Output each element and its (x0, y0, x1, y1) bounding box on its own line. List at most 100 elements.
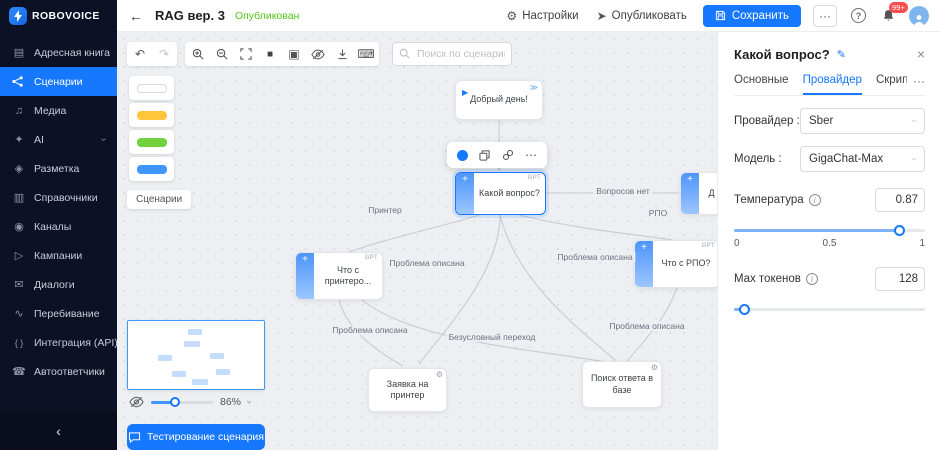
header: ← RAG вер. 3 Опубликован ⚙ Настройки ➤ О… (117, 0, 941, 32)
edit-title-icon[interactable]: ✎ (836, 48, 846, 61)
minimap[interactable] (127, 320, 265, 390)
tab-script[interactable]: Скрипт (875, 74, 914, 86)
zoom-slider-handle[interactable] (169, 397, 180, 407)
logo: ROBOVOICE (0, 0, 117, 32)
scenario-search (392, 42, 512, 66)
eye-slash-icon[interactable] (129, 396, 144, 408)
node-printer-question[interactable]: + GPT Что с принтеро... (295, 252, 383, 300)
sidebar-item-autoresponder[interactable]: ☎ Автоответчики (0, 357, 117, 386)
max-tokens-input[interactable] (875, 267, 925, 291)
flow-canvas[interactable]: ↶ ↷ ■ ▣ ⌨ Сц (117, 32, 717, 450)
close-panel-button[interactable]: × (916, 46, 925, 62)
info-icon[interactable]: i (808, 194, 821, 206)
palette-gpt-node[interactable] (129, 157, 174, 181)
hotkeys-button[interactable]: ⌨ (357, 47, 375, 61)
save-button[interactable]: Сохранить (702, 4, 801, 27)
node-printer-request[interactable]: ⚙ Заявка на принтер (368, 368, 447, 412)
tab-main[interactable]: Основные (734, 74, 789, 86)
sidebar-item-address-book[interactable]: ▤ Адресная книга (0, 38, 117, 67)
chat-bubble-icon (128, 431, 141, 443)
search-input[interactable] (392, 42, 512, 66)
zoom-out-button[interactable] (211, 44, 233, 64)
select-mode-button[interactable]: ■ (266, 48, 274, 60)
sidebar-nav: ▤ Адресная книга Сценарии ♫ Медиа ✦ AI ›… (0, 38, 118, 386)
gpt-node-strip: + (681, 173, 699, 214)
zoom-slider[interactable] (151, 397, 213, 407)
sidebar-item-reference[interactable]: ▥ Справочники (0, 183, 117, 212)
more-actions-button[interactable]: ··· (813, 4, 837, 27)
sidebar-item-integration[interactable]: { } Интеграция (API) (0, 328, 118, 357)
temperature-slider[interactable] (734, 224, 925, 236)
sidebar-item-label: Сценарии (34, 75, 83, 88)
sidebar-item-label: AI (34, 133, 44, 146)
fast-forward-icon: ≫ (529, 83, 538, 92)
node-title: Что с принтеро... (324, 264, 372, 286)
temperature-input[interactable] (875, 188, 925, 212)
node-more-button[interactable]: ⋯ (524, 148, 537, 162)
palette-message-node[interactable] (129, 76, 174, 100)
node-rpo-question[interactable]: + GPT Что с РПО? (634, 240, 717, 288)
sidebar-item-campaigns[interactable]: ▷ Кампании (0, 241, 117, 270)
link-node-button[interactable] (502, 149, 514, 161)
waveform-icon: ∿ (14, 308, 24, 320)
export-button[interactable] (331, 44, 353, 64)
search-icon (399, 48, 410, 59)
max-tokens-slider-handle[interactable] (738, 304, 750, 315)
model-select[interactable]: GigaChat-Max › (800, 146, 925, 172)
sidebar-item-dialogs[interactable]: ✉ Диалоги (0, 270, 117, 299)
node-partial[interactable]: + Д (680, 172, 717, 215)
notifications-button[interactable]: 99+ (882, 2, 908, 22)
sidebar-collapse-button[interactable]: ‹ (0, 412, 117, 450)
test-button-label: Тестирование сценария (146, 431, 264, 443)
tabs-overflow-button[interactable]: ··· (907, 74, 925, 95)
sidebar-item-interrupt[interactable]: ∿ Перебивание (0, 299, 117, 328)
globe-icon: ◉ (14, 221, 24, 233)
node-question[interactable]: + GPT Какой вопрос? (455, 172, 546, 215)
gear-icon: ⚙ (435, 370, 443, 379)
duplicate-node-button[interactable] (479, 149, 490, 161)
temperature-scale: 0 0.5 1 (734, 238, 925, 249)
back-button[interactable]: ← (129, 7, 143, 24)
color-picker-button[interactable] (457, 149, 468, 161)
test-scenario-button[interactable]: Тестирование сценария (127, 424, 265, 450)
temperature-slider-handle[interactable] (894, 225, 906, 236)
tab-provider[interactable]: Провайдер (802, 74, 862, 95)
help-button[interactable]: ? (851, 8, 866, 23)
redo-button[interactable]: ↷ (158, 47, 170, 61)
sparkle-icon: ✦ (14, 134, 24, 146)
edge-label: Проблема описана (329, 325, 411, 335)
node-title: Заявка на принтер (386, 378, 429, 400)
music-note-icon: ♫ (14, 104, 24, 117)
max-tokens-slider[interactable] (734, 303, 925, 315)
settings-button[interactable]: ⚙ Настройки (506, 9, 578, 23)
avatar[interactable] (909, 5, 929, 26)
save-icon (715, 10, 726, 21)
sidebar-item-channels[interactable]: ◉ Каналы (0, 212, 117, 241)
question-icon: ? (855, 10, 862, 21)
api-icon: { } (14, 337, 24, 348)
gpt-badge: GPT (527, 175, 541, 181)
palette-condition-node[interactable] (129, 103, 174, 127)
chevron-down-icon[interactable]: › (244, 400, 255, 404)
layers-button[interactable]: ▣ (288, 47, 300, 61)
node-base-search[interactable]: ⚙ Поиск ответа в базе (582, 361, 662, 408)
chat-icon: ✉ (14, 279, 24, 291)
scenarios-tag[interactable]: Сценарии (127, 190, 192, 209)
edge-label: Проблема описана (386, 258, 468, 268)
sidebar-item-scenarios[interactable]: Сценарии (0, 67, 117, 96)
sidebar-item-media[interactable]: ♫ Медиа (0, 96, 117, 125)
zoom-in-button[interactable] (187, 44, 209, 64)
info-icon[interactable]: i (805, 273, 818, 285)
condition-node-icon (136, 110, 167, 120)
node-start[interactable]: ▶ ≫ Добрый день! (455, 80, 543, 120)
node-title: Добрый день! (470, 94, 528, 105)
sidebar-item-label: Адресная книга (34, 46, 110, 59)
publish-button[interactable]: ➤ Опубликовать (597, 9, 687, 23)
sidebar-item-markup[interactable]: ◈ Разметка (0, 154, 117, 183)
fit-screen-button[interactable] (235, 44, 257, 64)
undo-button[interactable]: ↶ (134, 47, 146, 61)
palette-action-node[interactable] (129, 130, 174, 154)
sidebar-item-ai[interactable]: ✦ AI › (0, 125, 117, 154)
provider-select[interactable]: Sber › (800, 108, 925, 134)
hide-elements-button[interactable] (307, 44, 329, 64)
